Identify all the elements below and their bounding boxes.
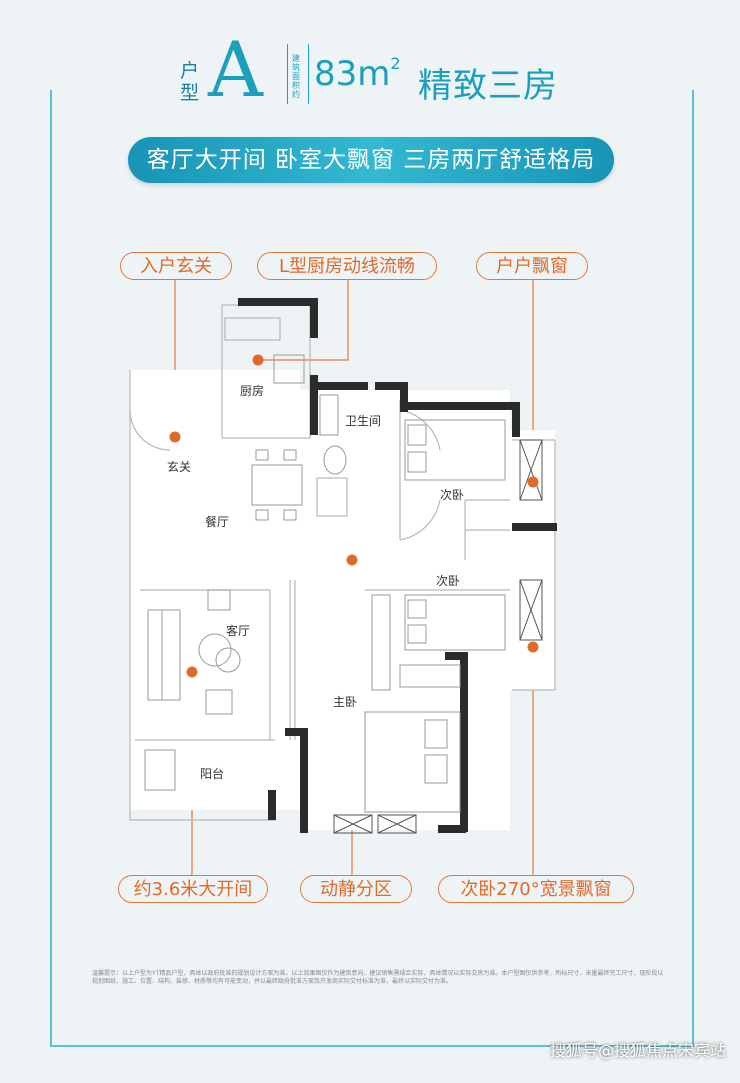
room-kitchen: 厨房 bbox=[240, 384, 265, 398]
type-letter: A bbox=[208, 25, 263, 114]
room-balcony: 阳台 bbox=[200, 767, 225, 781]
tag-kitchen: L型厨房动线流畅 bbox=[257, 252, 437, 280]
tag-zones: 动静分区 bbox=[300, 875, 412, 903]
room-bedroom-2b: 次卧 bbox=[436, 574, 461, 588]
area-value: 83m2 bbox=[314, 54, 401, 94]
room-bath: 卫生间 bbox=[345, 414, 382, 428]
room-living: 客厅 bbox=[226, 624, 251, 638]
room-master: 主卧 bbox=[333, 695, 358, 709]
header-divider bbox=[287, 44, 288, 104]
watermark: 搜狐号@搜狐焦点宋宾站 bbox=[549, 1041, 726, 1060]
feature-banner: 客厅大开间 卧室大飘窗 三房两厅舒适格局 bbox=[128, 137, 614, 183]
room-bedroom-2a: 次卧 bbox=[440, 488, 465, 502]
header: 户型 A 建筑面积约 83m2 精致三房 bbox=[0, 32, 740, 112]
disclaimer-note: 温馨提示：以上户型为YT精品户型，具体以政府批准的规划设计方案为准。以上效果图仅… bbox=[92, 970, 664, 985]
layout-title: 精致三房 bbox=[418, 66, 558, 106]
page-frame bbox=[50, 90, 694, 1047]
tag-open-span: 约3.6米大开间 bbox=[118, 875, 268, 903]
tag-window: 户户飘窗 bbox=[476, 252, 588, 280]
header-divider-2 bbox=[308, 44, 309, 104]
tag-entrance: 入户玄关 bbox=[120, 252, 232, 280]
tag-wide-window: 次卧270°宽景飘窗 bbox=[438, 875, 634, 903]
room-foyer: 玄关 bbox=[167, 460, 192, 474]
area-caption: 建筑面积约 bbox=[292, 54, 300, 99]
area-sup: 2 bbox=[390, 54, 401, 73]
type-label: 户型 bbox=[180, 60, 200, 104]
area-number: 83m bbox=[314, 54, 391, 94]
room-dining: 餐厅 bbox=[205, 515, 230, 529]
